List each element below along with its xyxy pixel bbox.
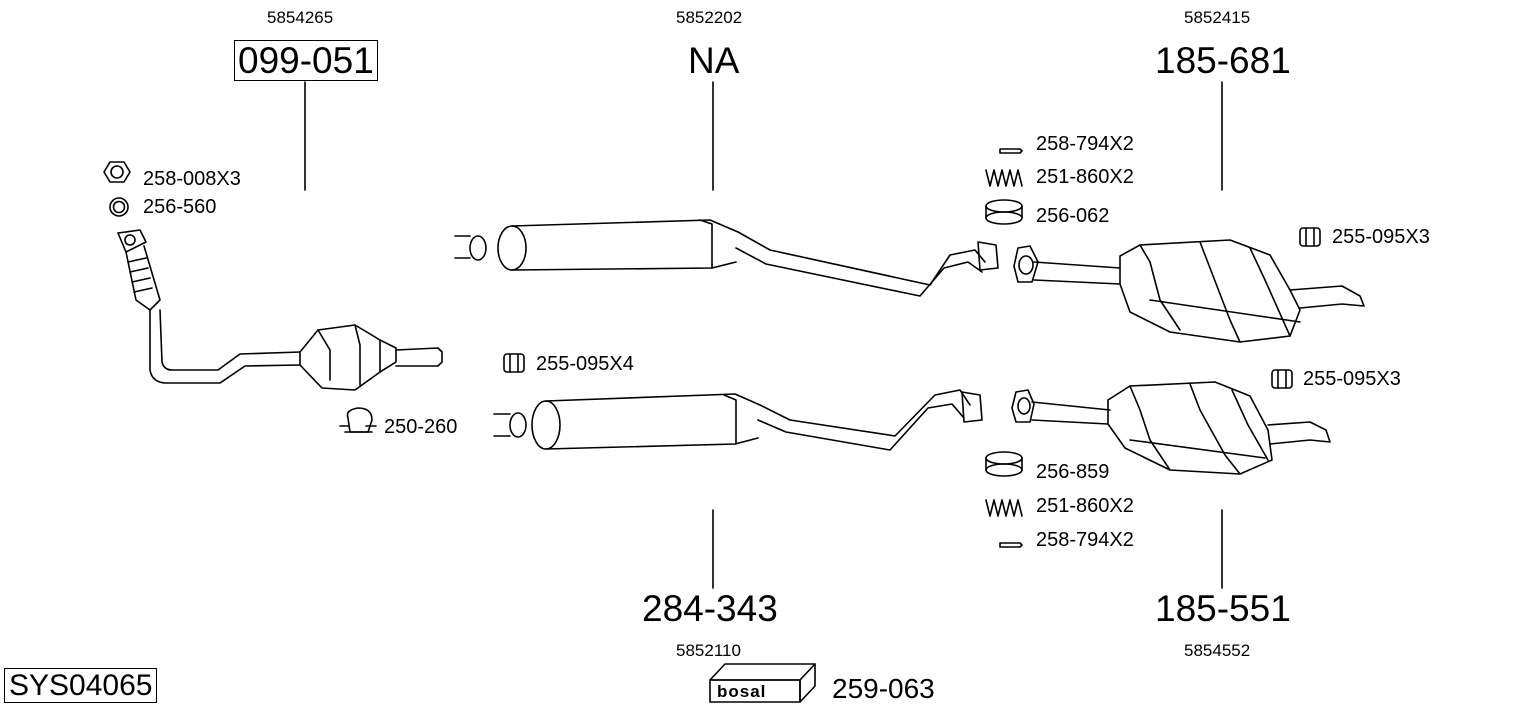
label-gasket-top[interactable]: 256-062 bbox=[1036, 205, 1110, 227]
clamp-icon bbox=[339, 407, 377, 433]
rear-bottom-muffler bbox=[1011, 381, 1331, 475]
hanger-icon-center bbox=[503, 353, 525, 373]
label-bolt-top[interactable]: 258-794X2 bbox=[1036, 133, 1134, 155]
gasket-icon-top bbox=[985, 199, 1023, 225]
label-ring[interactable]: 256-560 bbox=[143, 196, 217, 218]
label-nut[interactable]: 258-008X3 bbox=[143, 168, 241, 190]
hanger-icon-rear-top bbox=[1299, 227, 1321, 247]
label-hanger-center[interactable]: 255-095X4 bbox=[536, 353, 634, 375]
label-brand-part[interactable]: 259-063 bbox=[832, 673, 935, 704]
front-pipe-catalyst bbox=[117, 229, 443, 391]
oem-rear-top: 5852415 bbox=[1184, 8, 1251, 27]
system-code: SYS04065 bbox=[4, 668, 158, 703]
oem-rear-bottom: 5854552 bbox=[1184, 641, 1251, 660]
hanger-icon-rear-bottom bbox=[1271, 369, 1293, 389]
label-hanger-rear-top[interactable]: 255-095X3 bbox=[1332, 226, 1430, 248]
center-bottom-pipe bbox=[493, 389, 983, 451]
spring-icon-top bbox=[985, 169, 1023, 187]
part-front[interactable]: 099-051 bbox=[234, 40, 378, 81]
label-gasket-bottom[interactable]: 256-859 bbox=[1036, 461, 1110, 483]
label-spring-bottom[interactable]: 251-860X2 bbox=[1036, 495, 1134, 517]
label-clamp[interactable]: 250-260 bbox=[384, 416, 458, 438]
bolt-icon-bottom bbox=[999, 542, 1023, 548]
part-rear-bottom[interactable]: 185-551 bbox=[1155, 588, 1291, 629]
label-hanger-rear-bottom[interactable]: 255-095X3 bbox=[1303, 368, 1401, 390]
oem-front: 5854265 bbox=[267, 8, 334, 27]
part-rear-top[interactable]: 185-681 bbox=[1155, 40, 1291, 81]
rear-top-muffler bbox=[1013, 239, 1365, 343]
nut-icon bbox=[103, 161, 131, 183]
label-bolt-bottom[interactable]: 258-794X2 bbox=[1036, 529, 1134, 551]
oem-center-top: 5852202 bbox=[676, 8, 743, 27]
gasket-icon-bottom bbox=[985, 451, 1023, 477]
part-center-top[interactable]: NA bbox=[688, 40, 740, 81]
bolt-icon-top bbox=[999, 148, 1023, 154]
brand-logo: bosal bbox=[717, 682, 767, 701]
ring-icon bbox=[109, 197, 129, 217]
oem-center-bottom: 5852110 bbox=[676, 641, 741, 660]
part-center-bottom[interactable]: 284-343 bbox=[642, 588, 778, 629]
spring-icon-bottom bbox=[985, 499, 1023, 517]
bosal-box-icon bbox=[709, 663, 816, 703]
label-spring-top[interactable]: 251-860X2 bbox=[1036, 166, 1134, 188]
center-top-pipe bbox=[454, 219, 999, 297]
